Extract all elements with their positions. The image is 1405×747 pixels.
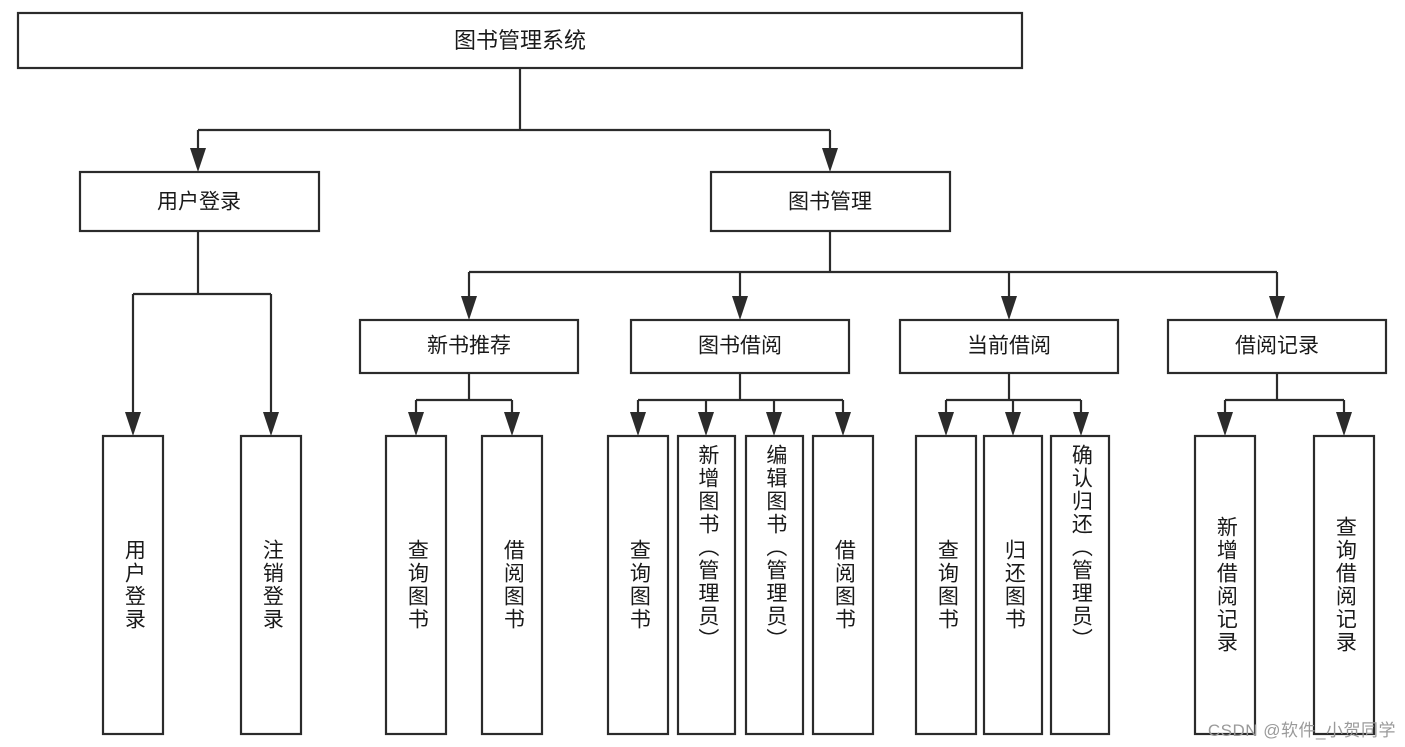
node-root-system[interactable]: 图书管理系统 — [16, 11, 1024, 70]
node-leaf-return-book-box[interactable] — [982, 434, 1044, 736]
node-leaf-query-book-2-box[interactable] — [606, 434, 670, 736]
node-leaf-borrow-book-2-box[interactable] — [811, 434, 875, 736]
arrowhead-login — [190, 148, 206, 172]
node-book-management-box[interactable] — [709, 170, 952, 233]
node-leaf-add-book-box[interactable] — [676, 434, 737, 736]
arrowhead-currentborrow — [1001, 296, 1017, 320]
node-user-login-label: 用户登录 — [157, 191, 241, 214]
arrowhead-login-child2 — [263, 412, 279, 436]
node-leaf-confirm-return-box[interactable] — [1049, 434, 1111, 736]
node-leaf-add-record-box[interactable] — [1193, 434, 1257, 736]
arrowhead-currentborrow-c1 — [938, 412, 954, 436]
arrowhead-login-child1 — [125, 412, 141, 436]
node-borrow-record-label: 借阅记录 — [1235, 335, 1319, 358]
node-leaf-query-book-3-box[interactable] — [914, 434, 978, 736]
arrowhead-borrowrecord-c1 — [1217, 412, 1233, 436]
node-leaf-borrow-book-1-box[interactable] — [480, 434, 544, 736]
node-book-borrow[interactable]: 图书借阅 — [629, 318, 851, 375]
csdn-watermark: CSDN @软件_小贺同学 — [1207, 721, 1396, 740]
node-book-management[interactable]: 图书管理 — [709, 170, 952, 233]
arrowhead-newbook-c1 — [408, 412, 424, 436]
node-leaf-user-login-box[interactable] — [101, 434, 165, 736]
node-new-book-recommend-box[interactable] — [358, 318, 580, 375]
node-root-system-label: 图书管理系统 — [454, 28, 586, 53]
arrowhead-currentborrow-c3 — [1073, 412, 1089, 436]
arrowhead-currentborrow-c2 — [1005, 412, 1021, 436]
node-book-borrow-label: 图书借阅 — [698, 335, 782, 358]
arrowhead-newbook-c2 — [504, 412, 520, 436]
arrowhead-bookborrow-c2 — [698, 412, 714, 436]
node-leaf-query-record-box[interactable] — [1312, 434, 1376, 736]
arrowhead-bookborrow — [732, 296, 748, 320]
node-current-borrow[interactable]: 当前借阅 — [898, 318, 1120, 375]
arrowhead-bookborrow-c3 — [766, 412, 782, 436]
node-leaf-edit-book-box[interactable] — [744, 434, 805, 736]
node-leaf-query-book-1-box[interactable] — [384, 434, 448, 736]
node-borrow-record[interactable]: 借阅记录 — [1166, 318, 1388, 375]
arrowhead-borrowrecord — [1269, 296, 1285, 320]
node-user-login-box[interactable] — [78, 170, 321, 233]
arrowhead-bookmgmt — [822, 148, 838, 172]
node-new-book-recommend[interactable]: 新书推荐 — [358, 318, 580, 375]
node-current-borrow-label: 当前借阅 — [967, 335, 1051, 358]
node-book-management-label: 图书管理 — [788, 191, 872, 214]
node-leaf-logout-box[interactable] — [239, 434, 303, 736]
node-new-book-recommend-label: 新书推荐 — [427, 335, 511, 358]
arrowhead-newbook — [461, 296, 477, 320]
node-current-borrow-box[interactable] — [898, 318, 1120, 375]
arrowhead-bookborrow-c1 — [630, 412, 646, 436]
node-book-borrow-box[interactable] — [629, 318, 851, 375]
connector-group — [125, 68, 1352, 436]
node-borrow-record-box[interactable] — [1166, 318, 1388, 375]
node-user-login[interactable]: 用户登录 — [78, 170, 321, 233]
arrowhead-bookborrow-c4 — [835, 412, 851, 436]
node-root-system-box[interactable] — [16, 11, 1024, 70]
arrowhead-borrowrecord-c2 — [1336, 412, 1352, 436]
